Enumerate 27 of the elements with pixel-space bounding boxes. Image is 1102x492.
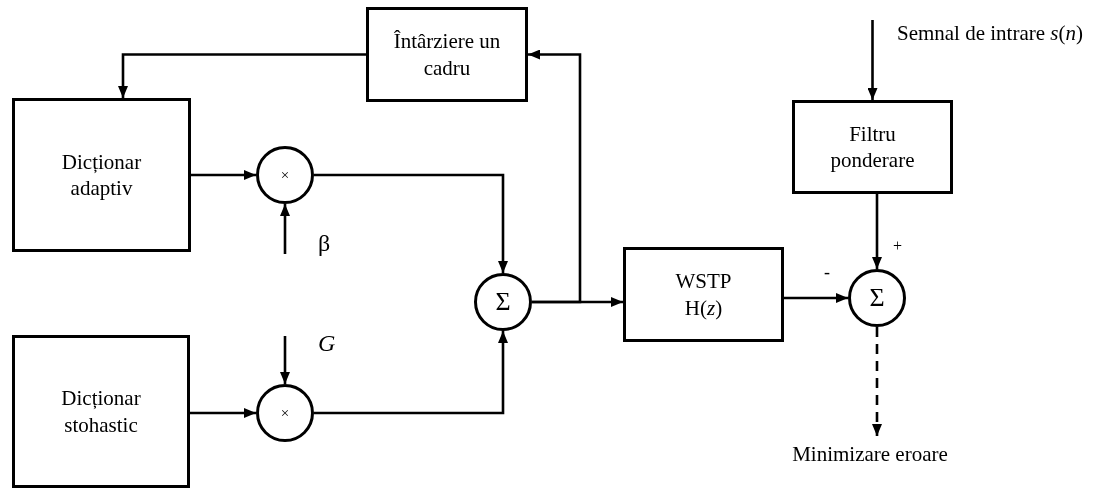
arrow — [872, 194, 882, 269]
signal-label: Semnal de intrare s(n) — [895, 20, 1084, 47]
arrow — [190, 408, 256, 418]
arrow — [784, 293, 848, 303]
process-box: Dicționar stohastic — [12, 335, 190, 488]
summer-circle: Σ — [474, 273, 532, 331]
arrow — [867, 20, 878, 100]
dashed-arrow — [872, 327, 882, 436]
arrow — [314, 173, 508, 273]
signal-label: G — [318, 329, 336, 358]
process-box: Filtru ponderare — [792, 100, 953, 194]
arrow — [191, 170, 256, 180]
arrow — [528, 49, 582, 304]
output-label: Minimizare eroare — [740, 436, 1000, 472]
summer-circle: Σ — [848, 269, 906, 327]
sign-label: + — [893, 236, 903, 256]
multiplier-circle: × — [256, 146, 314, 204]
arrow — [118, 53, 366, 98]
multiplier-circle: × — [256, 384, 314, 442]
signal-label: β — [318, 229, 331, 258]
process-box: Întârziere un cadru — [366, 7, 528, 102]
arrow — [280, 204, 290, 254]
process-box: Dicționar adaptiv — [12, 98, 191, 252]
arrow — [280, 336, 290, 384]
arrow — [314, 331, 508, 415]
process-box: WSTP H(z) — [623, 247, 784, 342]
sign-label: - — [824, 261, 830, 284]
